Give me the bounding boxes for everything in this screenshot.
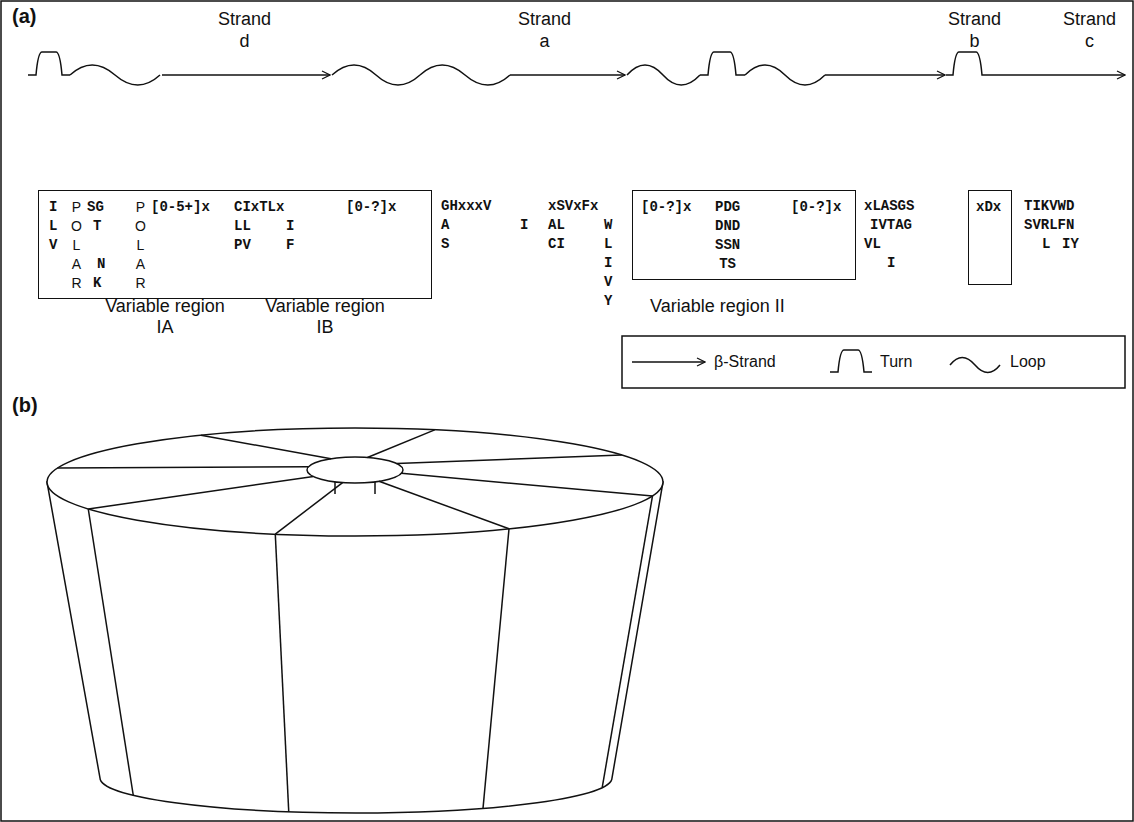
residue-pattern: CIxTLx (234, 198, 284, 217)
residue-pattern: A S (441, 216, 449, 254)
loop-symbol (70, 65, 160, 85)
ring-hole (307, 457, 403, 483)
panel-label: (b) (12, 393, 38, 417)
residue-pattern: LL (234, 217, 251, 236)
strand-label: Strand a (518, 8, 571, 52)
region-label: Variable region IA (100, 296, 230, 338)
residue-pattern: VL (864, 235, 881, 254)
loop-symbol (332, 65, 420, 85)
strand-arrow (162, 74, 330, 76)
residue-pattern: xSVxFx (548, 197, 598, 216)
loop-symbol (420, 65, 510, 85)
residue-pattern: I (286, 217, 294, 236)
residue-pattern: PV (234, 236, 251, 255)
sector-line (367, 430, 434, 458)
region-label: Variable region IB (260, 296, 390, 338)
sequence-box: [0-?]x PDG DND SSN TS [0-?]x (632, 190, 856, 280)
residue-pattern: T (93, 217, 101, 236)
sector-line (275, 483, 342, 535)
legend-strand-sample (632, 361, 705, 363)
subunit-edge (275, 534, 288, 812)
residue-pattern: P O L A R (71, 198, 82, 293)
residue-pattern: xLASGS (864, 197, 914, 216)
residue-pattern: SG (87, 198, 104, 217)
residue-pattern: P O L A R (135, 198, 146, 293)
turn-symbol (700, 52, 745, 75)
sector-line (401, 473, 652, 496)
residue-pattern: [0-?]x (641, 198, 691, 217)
panel-label: (a) (12, 4, 36, 28)
turn-symbol (28, 52, 70, 75)
residue-pattern: AL (548, 216, 565, 235)
residue-pattern: TIKVWD (1024, 197, 1074, 216)
sequence-box: xDx (968, 190, 1012, 285)
legend-turn-sample (830, 350, 872, 372)
legend-text: Turn (880, 352, 912, 372)
strand-arrow (510, 74, 625, 76)
sector-line (57, 467, 308, 468)
secondary-structure-track (28, 52, 1125, 85)
legend-box (622, 336, 1125, 388)
loop-symbol (745, 65, 825, 85)
residue-pattern: I L V (49, 198, 57, 255)
sector-line (379, 481, 509, 529)
subunit-edge (602, 496, 652, 787)
residue-pattern: K (93, 274, 101, 293)
strand-arrow (825, 74, 945, 76)
residue-pattern: W L I V Y (604, 216, 612, 311)
residue-pattern: SVRLFN (1024, 216, 1074, 235)
subunit-edge (483, 529, 509, 809)
residue-pattern: I (887, 254, 895, 273)
residue-pattern: L (1042, 235, 1050, 254)
residue-pattern: [0-?]x (346, 198, 396, 217)
ring-top-face (47, 428, 663, 536)
sector-line (201, 435, 331, 459)
strand-arrow (990, 74, 1125, 76)
residue-pattern: I (520, 216, 528, 235)
ring-illustration (47, 428, 663, 813)
sector-line (88, 477, 313, 510)
residue-pattern: [0-?]x (791, 198, 841, 217)
residue-pattern: F (286, 236, 294, 255)
residue-pattern: IY (1062, 235, 1079, 254)
hole-wall (334, 482, 336, 494)
legend-text: β-Strand (714, 352, 776, 372)
residue-pattern: CI (548, 235, 565, 254)
legend-loop-sample (950, 358, 1000, 373)
residue-pattern: IVTAG (870, 216, 912, 235)
residue-pattern: PDG DND SSN TS (715, 198, 740, 274)
loop-symbol (627, 65, 700, 85)
legend-frame (622, 336, 1125, 388)
residue-pattern: N (97, 255, 105, 274)
subunit-edge (88, 509, 133, 796)
legend-text: Loop (1010, 352, 1046, 372)
turn-symbol (946, 52, 990, 75)
hole-wall (374, 482, 376, 494)
strand-label: Strand d (218, 8, 271, 52)
sequence-box: I L V P O L A R SGTNK P O L A R [0-5+]x CIxTL… (38, 190, 432, 299)
region-label: Variable region II (650, 296, 785, 317)
strand-label: Strand b (948, 8, 1001, 52)
strand-label: Strand c (1063, 8, 1116, 52)
residue-pattern: GHxxxV (441, 197, 491, 216)
sector-line (397, 455, 622, 464)
residue-pattern: [0-5+]x (151, 198, 210, 217)
residue-pattern: xDx (976, 198, 1001, 217)
